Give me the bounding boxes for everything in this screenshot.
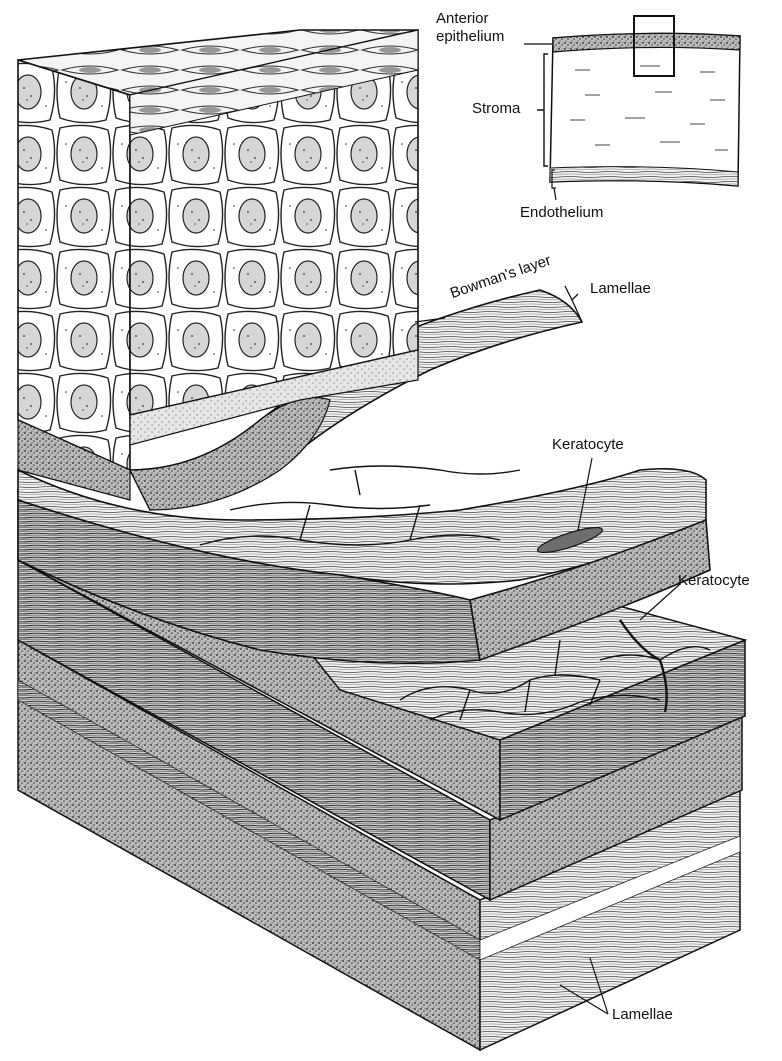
epithelium-block — [18, 30, 445, 500]
label-lamellae-bottom: Lamellae — [612, 1006, 673, 1024]
label-stroma: Stroma — [472, 100, 520, 118]
label-keratocyte-1: Keratocyte — [552, 436, 624, 454]
inset-cross-section — [524, 16, 740, 200]
inset-endothelium-band — [550, 167, 738, 186]
block-left-face — [18, 60, 130, 470]
label-keratocyte-2: Keratocyte — [678, 572, 750, 590]
label-endothelium: Endothelium — [520, 204, 603, 222]
label-anterior-epithelium-line1: Anterior — [436, 10, 489, 28]
stroma-bracket — [537, 54, 548, 166]
inset-stroma-body — [550, 33, 740, 186]
label-anterior-epithelium-line2: epithelium — [436, 28, 504, 46]
label-lamellae-top: Lamellae — [590, 280, 651, 298]
